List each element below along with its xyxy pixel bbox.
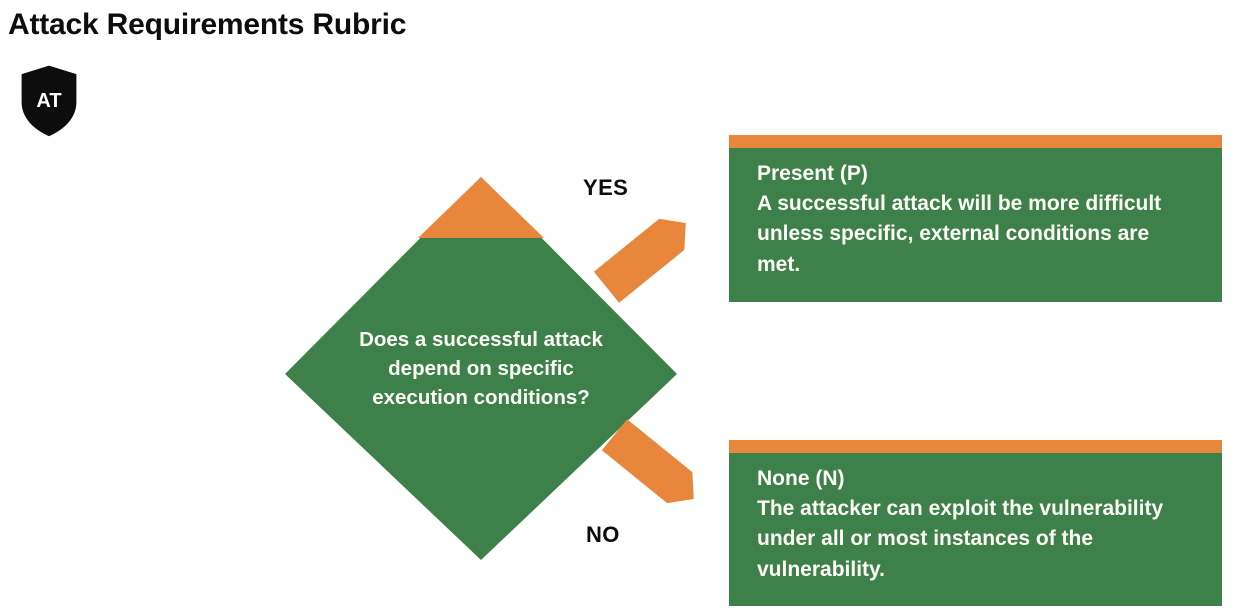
branch-label-yes: YES bbox=[583, 175, 629, 200]
card-accent-bar bbox=[729, 135, 1222, 148]
shield-badge: AT bbox=[16, 62, 82, 140]
arrow-down-right-icon bbox=[601, 419, 694, 504]
shield-icon: AT bbox=[18, 62, 80, 140]
branch-arrow-yes bbox=[592, 200, 708, 304]
card-body: Present (P) A successful attack will be … bbox=[729, 148, 1222, 302]
outcome-description: A successful attack will be more difficu… bbox=[757, 192, 1162, 276]
outcome-card-none: None (N) The attacker can exploit the vu… bbox=[729, 440, 1222, 606]
branch-arrow-no bbox=[600, 418, 716, 522]
page-title: Attack Requirements Rubric bbox=[8, 8, 407, 41]
outcome-card-present: Present (P) A successful attack will be … bbox=[729, 135, 1222, 302]
arrow-up-right-icon bbox=[593, 218, 686, 303]
outcome-heading: Present (P) bbox=[757, 162, 868, 185]
shield-badge-text: AT bbox=[36, 90, 61, 112]
card-accent-bar bbox=[729, 440, 1222, 453]
branch-label-no: NO bbox=[586, 522, 620, 547]
outcome-heading: None (N) bbox=[757, 467, 845, 490]
card-body: None (N) The attacker can exploit the vu… bbox=[729, 453, 1222, 606]
decision-diamond-shape bbox=[285, 177, 677, 560]
outcome-description: The attacker can exploit the vulnerabili… bbox=[757, 497, 1164, 581]
